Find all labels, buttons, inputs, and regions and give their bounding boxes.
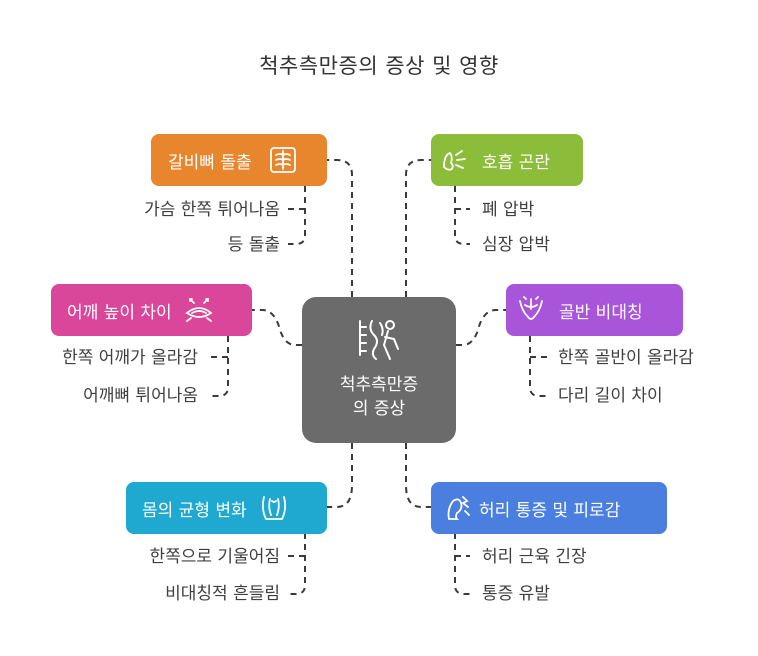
node-pelvis-label: 골반 비대칭 [559, 302, 643, 323]
ribcage-icon [268, 145, 298, 175]
pelvis-item-1: 한쪽 골반이 올라감 [558, 348, 694, 368]
node-breath-label: 호흡 곤란 [482, 152, 550, 173]
shoulder-item-2: 어깨뼈 튀어나옴 [83, 386, 198, 406]
connector-balance [327, 443, 353, 508]
spine-icon [354, 315, 402, 363]
center-label: 척추측만증 의 증상 [302, 373, 456, 421]
diagram-title: 척추측만증의 증상 및 영향 [259, 54, 499, 78]
breath-item-1: 폐 압박 [482, 200, 535, 220]
connector-breath-items [454, 186, 470, 245]
back-item-2: 통증 유발 [482, 584, 550, 604]
node-shoulder-label: 어깨 높이 차이 [67, 302, 172, 323]
node-breathing-difficulty[interactable]: 호흡 곤란 [431, 134, 583, 186]
connector-breath [405, 159, 431, 297]
connector-back-items [454, 533, 470, 595]
shoulder-item-1: 한쪽 어깨가 올라감 [62, 348, 198, 368]
connector-shoulder [252, 309, 302, 346]
back-item-1: 허리 근육 긴장 [482, 547, 587, 567]
node-back-pain[interactable]: 허리 통증 및 피로감 [431, 482, 667, 534]
node-rib-label: 갈비뼈 돌출 [168, 152, 252, 173]
pelvis-item-2: 다리 길이 차이 [558, 386, 663, 406]
node-rib-protrusion[interactable]: 갈비뼈 돌출 [151, 134, 327, 186]
back-pain-icon [443, 493, 473, 523]
node-body-balance[interactable]: 몸의 균형 변화 [126, 482, 327, 534]
breath-item-2: 심장 압박 [482, 235, 550, 255]
connector-balance-items [288, 533, 306, 595]
node-pelvis-asymmetry[interactable]: 골반 비대칭 [506, 284, 683, 336]
node-balance-label: 몸의 균형 변화 [142, 500, 247, 521]
connector-back [405, 443, 431, 508]
connector-rib-items [288, 186, 306, 245]
body-balance-icon [259, 493, 289, 523]
rib-item-2: 등 돌출 [227, 235, 280, 255]
connector-pelvis-items [529, 336, 547, 397]
connector-rib [327, 159, 353, 297]
center-node[interactable]: 척추측만증 의 증상 [302, 297, 456, 443]
node-shoulder-height[interactable]: 어깨 높이 차이 [51, 284, 252, 336]
lungs-breathing-icon [440, 145, 470, 175]
node-back-label: 허리 통증 및 피로감 [479, 500, 621, 521]
balance-item-2: 비대칭적 흔들림 [165, 584, 280, 604]
connector-shoulder-items [211, 336, 229, 397]
center-label-line1: 척추측만증 [339, 375, 419, 395]
connector-pelvis [456, 309, 506, 346]
pelvis-icon [516, 295, 546, 325]
center-label-line2: 의 증상 [352, 399, 406, 419]
shoulder-height-icon [184, 295, 214, 325]
rib-item-1: 가슴 한쪽 튀어나옴 [144, 200, 280, 220]
balance-item-1: 한쪽으로 기울어짐 [149, 547, 280, 567]
